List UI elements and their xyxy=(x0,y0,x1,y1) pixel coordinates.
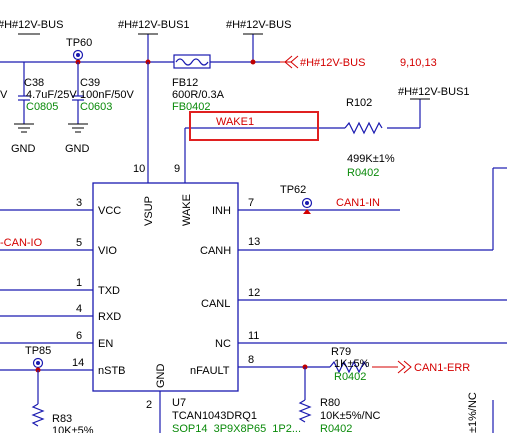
junction-arrow xyxy=(303,209,311,214)
pin-name-rxd: RXD xyxy=(98,311,121,323)
pin-name-en: EN xyxy=(98,338,113,350)
pin-name-nfault: nFAULT xyxy=(190,365,230,377)
resistor-r102[interactable] xyxy=(344,121,383,135)
pin-num-rxd: 4 xyxy=(76,303,82,315)
r102-footprint: R0402 xyxy=(347,167,379,179)
pin-num-wake: 9 xyxy=(174,163,180,175)
r83-ref: R83 xyxy=(52,413,72,425)
net-label-can1-err: CAN1-ERR xyxy=(414,362,470,374)
offpage-label-12v-bus: #H#12V-BUS xyxy=(300,57,365,69)
fb12-footprint: FB0402 xyxy=(172,101,211,113)
net-label-wake1: WAKE1 xyxy=(216,116,254,128)
tp60-label: TP60 xyxy=(66,37,92,49)
pin-name-wake: WAKE xyxy=(181,194,193,226)
pin-num-gnd: 2 xyxy=(146,399,152,411)
capacitor-c39[interactable] xyxy=(72,62,84,124)
offpage-sheet-refs: 9,10,13 xyxy=(400,57,437,69)
fb12-ref: FB12 xyxy=(172,77,198,89)
u7-ref: U7 xyxy=(172,397,186,409)
testpoint-tp85[interactable] xyxy=(32,357,44,369)
pin-name-vio: VIO xyxy=(98,245,117,257)
r80-ref: R80 xyxy=(320,397,340,409)
tp85-label: TP85 xyxy=(25,345,51,357)
pin-num-vcc: 3 xyxy=(76,197,82,209)
pin-num-vsup: 10 xyxy=(133,163,145,175)
gnd-label: GND xyxy=(65,143,90,155)
c39-value: 100nF/50V xyxy=(80,89,134,101)
junction-dot xyxy=(250,59,256,65)
pin-num-txd: 1 xyxy=(76,277,82,289)
pin-num-nfault: 8 xyxy=(248,354,254,366)
c39-ref: C39 xyxy=(80,77,100,89)
r79-ref: R79 xyxy=(331,346,351,358)
power-label-12v-bus-left: #H#12V-BUS xyxy=(0,19,63,31)
power-label-12v-bus1-top: #H#12V-BUS1 xyxy=(118,19,190,31)
capacitor-c38[interactable] xyxy=(18,62,30,124)
left-pin-wires xyxy=(0,209,93,371)
pin-num-canl: 12 xyxy=(248,287,260,299)
power-label-12v-bus1-right: #H#12V-BUS1 xyxy=(398,86,470,98)
r83-value: 10K±5% xyxy=(52,425,94,433)
gnd-symbol xyxy=(68,123,88,133)
c38-footprint: C0805 xyxy=(26,101,58,113)
pin-name-gnd: GND xyxy=(155,364,167,389)
pin-name-canh: CANH xyxy=(200,245,231,257)
pin-name-inh: INH xyxy=(212,205,231,217)
c38-value: 4.7uF/25V xyxy=(26,89,77,101)
pin-name-vsup: VSUP xyxy=(143,196,155,226)
testpoint-tp60[interactable] xyxy=(72,49,84,61)
ic-u7-body[interactable] xyxy=(92,182,239,392)
partial-label-left: V xyxy=(0,89,8,101)
r79-footprint: R0402 xyxy=(334,371,366,383)
r102-value: 499K±1% xyxy=(347,153,395,165)
u7-footprint: SOP14_3P9X8P65_1P2... xyxy=(172,423,301,433)
pin-num-canh: 13 xyxy=(248,236,260,248)
gnd-label: GND xyxy=(11,143,36,155)
c38-ref: C38 xyxy=(24,77,44,89)
pin-name-canl: CANL xyxy=(201,298,230,310)
highlight-box xyxy=(189,111,319,141)
pin-name-vcc: VCC xyxy=(98,205,121,217)
pin-num-vio: 5 xyxy=(76,237,82,249)
offpage-connector-can1-err[interactable] xyxy=(397,360,412,374)
tp62-label: TP62 xyxy=(280,184,306,196)
r80-footprint: R0402 xyxy=(320,423,352,433)
r80-value: 10K±5%/NC xyxy=(320,410,381,422)
partial-label-right: ±1%/NC xyxy=(467,392,479,433)
gnd-symbol xyxy=(14,123,34,133)
pin-name-nstb: nSTB xyxy=(98,365,126,377)
net-label-can-io: -CAN-IO xyxy=(0,237,43,249)
resistor-r83[interactable] xyxy=(31,403,45,427)
offpage-connector-12v-bus[interactable] xyxy=(280,55,299,69)
resistor-r79[interactable] xyxy=(329,360,368,374)
pin-name-nc: NC xyxy=(215,338,231,350)
c39-footprint: C0603 xyxy=(80,101,112,113)
pin-num-en: 6 xyxy=(76,330,82,342)
resistor-r80[interactable] xyxy=(298,399,312,423)
r79-value: 1K±5% xyxy=(334,358,370,370)
power-label-12v-bus-top-right: #H#12V-BUS xyxy=(226,19,291,31)
pin-num-nstb: 14 xyxy=(72,357,84,369)
pin-num-inh: 7 xyxy=(248,197,254,209)
fb12-value: 600R/0.3A xyxy=(172,89,225,101)
u7-value: TCAN1043DRQ1 xyxy=(172,410,257,422)
testpoint-tp62[interactable] xyxy=(301,197,313,209)
r102-ref: R102 xyxy=(346,97,372,109)
power-rail-top xyxy=(0,34,280,63)
net-label-can1-in: CAN1-IN xyxy=(336,197,380,209)
pin-name-txd: TXD xyxy=(98,285,120,297)
pin-num-nc: 11 xyxy=(248,330,259,342)
ferrite-bead-fb12[interactable] xyxy=(173,54,211,69)
